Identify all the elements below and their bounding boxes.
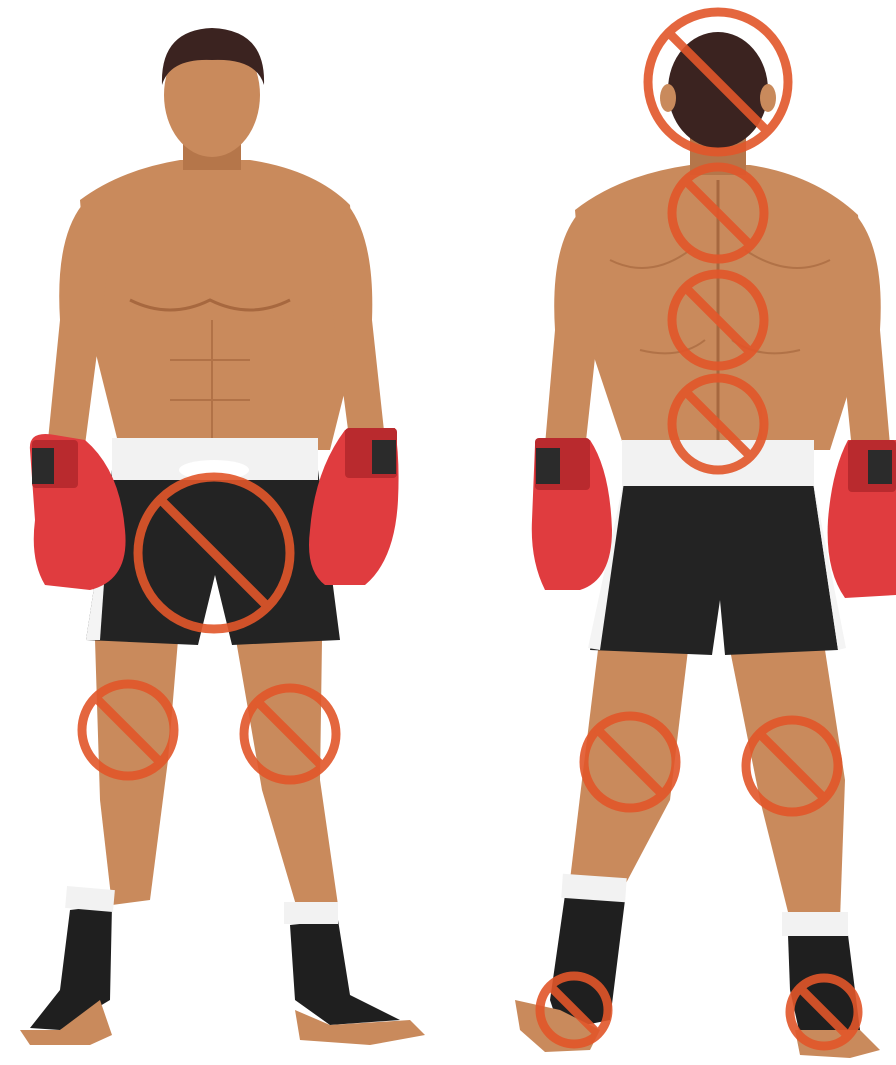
front-boxer [20, 28, 425, 1045]
back-right-ankle-band [782, 912, 848, 936]
front-right-leg [236, 640, 338, 905]
front-right-glove-strap [372, 440, 396, 474]
back-shorts [590, 475, 838, 655]
front-right-ankle-band [284, 902, 338, 924]
front-right-ankle-guard [290, 920, 400, 1025]
back-left-ear [660, 84, 676, 112]
back-boxer [515, 32, 896, 1058]
front-left-glove-strap [32, 448, 54, 484]
back-left-ankle-guard [550, 895, 625, 1030]
front-left-ankle-band [65, 886, 115, 912]
back-right-glove-strap [868, 450, 892, 484]
back-torso [575, 165, 868, 450]
back-right-ear [760, 84, 776, 112]
back-waistband [622, 440, 814, 486]
back-left-arm [545, 215, 605, 450]
back-left-ankle-band [561, 874, 627, 902]
back-left-glove-strap [536, 448, 560, 484]
